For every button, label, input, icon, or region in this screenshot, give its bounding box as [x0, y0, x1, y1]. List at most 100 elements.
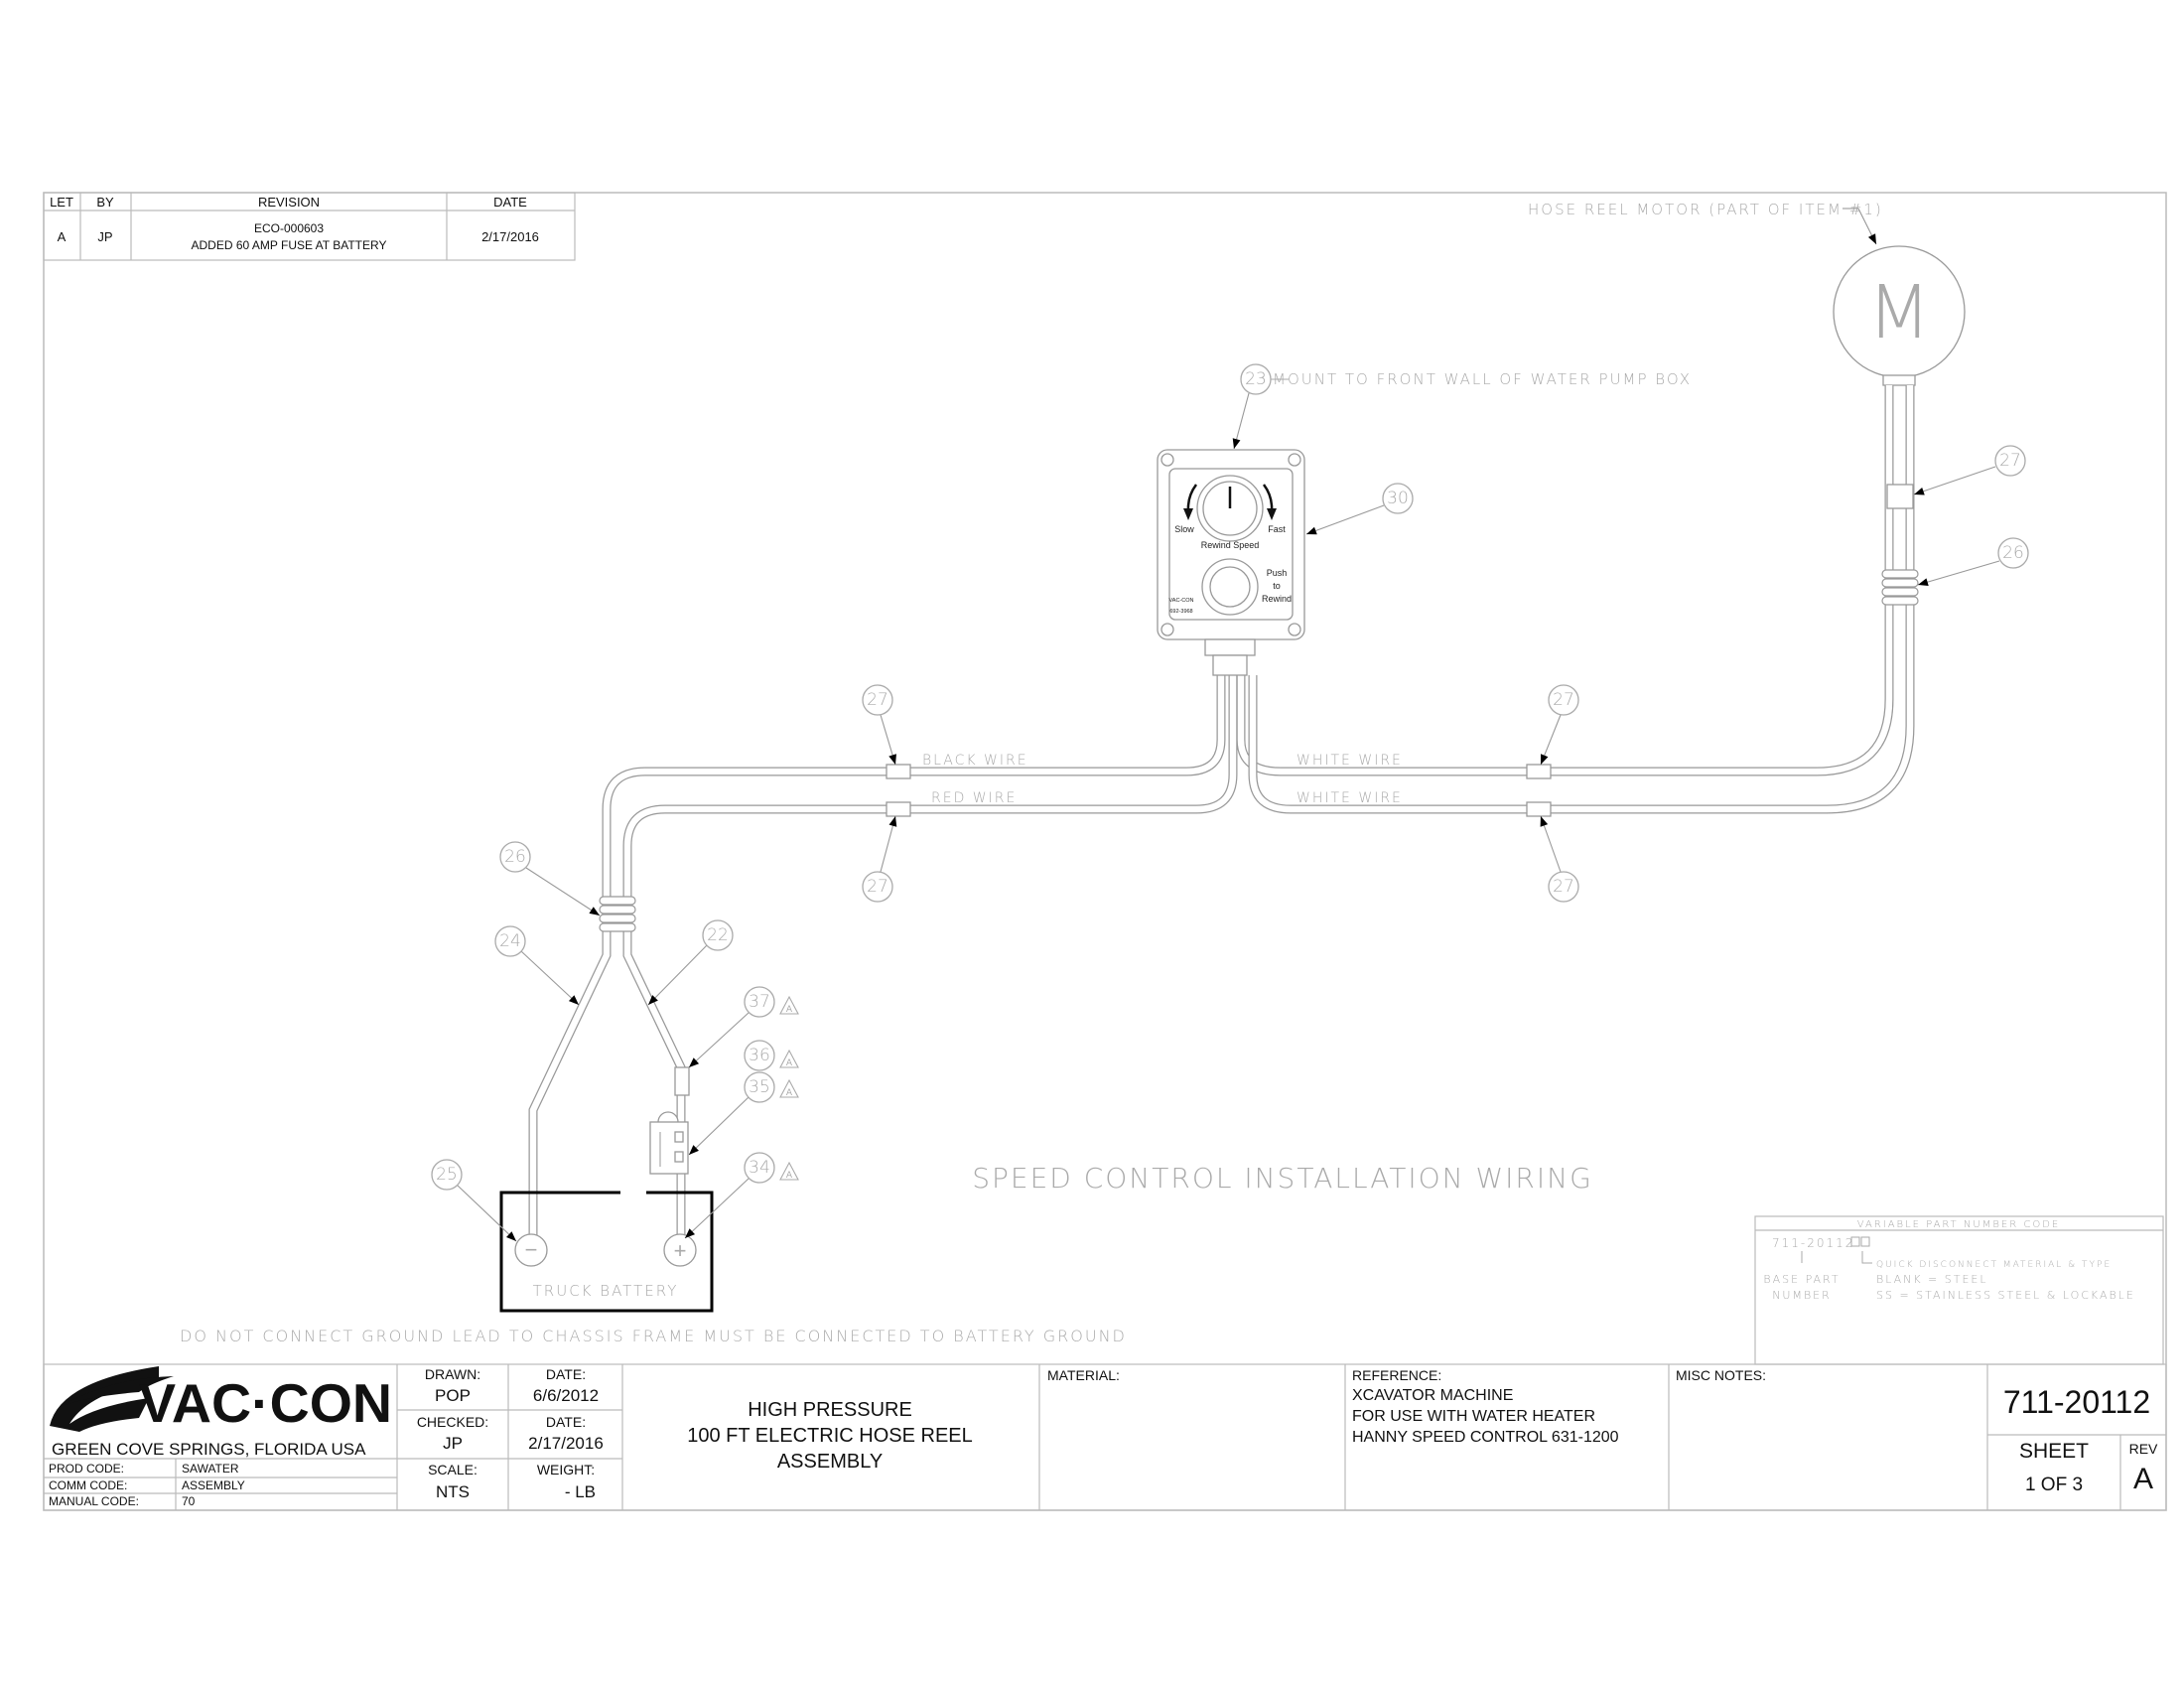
- battery-positive: +: [674, 1238, 687, 1263]
- svg-text:27: 27: [1553, 690, 1574, 710]
- drawing-border: [43, 192, 2167, 1511]
- rev-header-revision: REVISION: [258, 195, 320, 210]
- revision-table: LET BY REVISION DATE A JP ECO-000603 ADD…: [43, 192, 576, 261]
- balloon-27: 27: [1548, 684, 1579, 716]
- svg-text:22: 22: [707, 925, 729, 945]
- box-brand: VAC-CON: [1169, 598, 1194, 604]
- company-location: GREEN COVE SPRINGS, FLORIDA USA: [52, 1440, 366, 1459]
- mount-note: MOUNT TO FRONT WALL OF WATER PUMP BOX: [1273, 370, 1692, 388]
- to-label: to: [1273, 581, 1281, 591]
- balloon-22: 22: [702, 919, 734, 951]
- title-block: VAC·CON GREEN COVE SPRINGS, FLORIDA USA …: [43, 1363, 2167, 1511]
- vpn-option-2: SS = STAINLESS STEEL & LOCKABLE: [1876, 1289, 2135, 1302]
- drawing-number: 711-20112: [2003, 1384, 2150, 1420]
- balloon-34: 34: [744, 1152, 775, 1184]
- checked-date: 2/17/2016: [528, 1434, 604, 1453]
- wire-harness: BLACK WIRE RED WIRE WHITE WIRE WHITE WIR…: [528, 385, 1919, 1241]
- rev-let: A: [58, 229, 67, 244]
- reference-line-2: FOR USE WITH WATER HEATER: [1352, 1408, 1595, 1425]
- item-balloons: 23 30 27 26 27 27 27 27 26 24 22 37 36 3…: [431, 363, 2029, 1191]
- rewind-speed-label: Rewind Speed: [1201, 540, 1260, 550]
- logo-text: VAC·CON: [139, 1372, 392, 1434]
- balloon-37: 37: [744, 986, 775, 1018]
- rewind-label: Rewind: [1262, 594, 1292, 604]
- truck-battery: − + TRUCK BATTERY: [499, 1191, 714, 1313]
- svg-text:37: 37: [749, 992, 770, 1012]
- checked-by: JP: [443, 1434, 463, 1453]
- balloon-25: 25: [431, 1159, 463, 1191]
- rev-header-by: BY: [96, 195, 114, 210]
- prod-code-label: PROD CODE:: [49, 1462, 124, 1476]
- svg-text:27: 27: [1553, 877, 1574, 897]
- comm-code: ASSEMBLY: [182, 1478, 245, 1492]
- leader-lines: [457, 392, 2000, 1242]
- reference-line-3: HANNY SPEED CONTROL 631-1200: [1352, 1429, 1619, 1446]
- rev-label: REV: [2129, 1441, 2158, 1457]
- balloon-27: 27: [1994, 445, 2026, 477]
- revision-flag-37: A: [786, 1005, 793, 1015]
- svg-text:34: 34: [749, 1158, 770, 1178]
- drawn-label: DRAWN:: [425, 1366, 480, 1382]
- balloon-27: 27: [862, 684, 893, 716]
- svg-text:26: 26: [2002, 543, 2024, 563]
- svg-text:30: 30: [1387, 489, 1409, 508]
- rev-description: ADDED 60 AMP FUSE AT BATTERY: [192, 238, 387, 252]
- revision-flag-36: A: [786, 1058, 793, 1068]
- title-line-1: HIGH PRESSURE: [748, 1399, 912, 1421]
- svg-text:27: 27: [1999, 451, 2021, 471]
- slow-label: Slow: [1174, 524, 1194, 534]
- speed-control-box: Slow Fast Rewind Speed Push to Rewind VA…: [1157, 449, 1305, 676]
- battery-label: TRUCK BATTERY: [533, 1282, 679, 1300]
- svg-text:35: 35: [749, 1077, 770, 1097]
- balloon-27: 27: [1548, 871, 1579, 903]
- balloon-26: 26: [499, 841, 531, 873]
- label-white-wire-bottom: WHITE WIRE: [1297, 790, 1403, 806]
- sheet-label: SHEET: [2019, 1440, 2089, 1463]
- label-white-wire-top: WHITE WIRE: [1297, 753, 1403, 769]
- vpn-option-1: BLANK = STEEL: [1876, 1273, 1988, 1286]
- revision-flags: [779, 995, 799, 1181]
- title-line-2: 100 FT ELECTRIC HOSE REEL: [687, 1425, 973, 1447]
- box-part-number: 692-3968: [1169, 609, 1192, 615]
- rev-by: JP: [97, 229, 112, 244]
- drawn-by: POP: [435, 1386, 471, 1405]
- svg-text:26: 26: [504, 847, 526, 867]
- hose-reel-motor: HOSE REEL MOTOR (PART OF ITEM #1) M: [1528, 201, 1966, 386]
- ground-note: DO NOT CONNECT GROUND LEAD TO CHASSIS FR…: [180, 1327, 1127, 1345]
- balloon-26: 26: [1997, 537, 2029, 569]
- reference-line-1: XCAVATOR MACHINE: [1352, 1387, 1513, 1404]
- vac-con-logo: VAC·CON: [50, 1366, 392, 1434]
- balloon-30: 30: [1382, 483, 1414, 514]
- drawing-title: SPEED CONTROL INSTALLATION WIRING: [972, 1162, 1593, 1195]
- svg-text:25: 25: [436, 1165, 458, 1185]
- rev-header-let: LET: [50, 195, 73, 210]
- battery-negative: −: [525, 1237, 538, 1262]
- title-line-3: ASSEMBLY: [777, 1451, 883, 1473]
- motor-label: HOSE REEL MOTOR (PART OF ITEM #1): [1528, 201, 1883, 218]
- motor-symbol: M: [1867, 270, 1931, 355]
- vpn-suffix-desc: QUICK DISCONNECT MATERIAL & TYPE: [1876, 1260, 2112, 1270]
- prod-code: SAWATER: [182, 1462, 239, 1476]
- weight-label: WEIGHT:: [537, 1462, 595, 1477]
- svg-text:24: 24: [499, 931, 521, 951]
- drawn-date-label: DATE:: [546, 1366, 586, 1382]
- manual-code-label: MANUAL CODE:: [49, 1494, 139, 1508]
- rev-header-date: DATE: [493, 195, 527, 210]
- vpn-title: VARIABLE PART NUMBER CODE: [1857, 1219, 2060, 1230]
- balloon-27: 27: [862, 871, 893, 903]
- scale-label: SCALE:: [428, 1462, 478, 1477]
- balloon-36: 36: [744, 1040, 775, 1071]
- material-label: MATERIAL:: [1047, 1367, 1120, 1383]
- label-black-wire: BLACK WIRE: [922, 753, 1028, 769]
- scale: NTS: [436, 1482, 470, 1501]
- balloon-24: 24: [494, 925, 526, 957]
- rev-date: 2/17/2016: [481, 229, 539, 244]
- fast-label: Fast: [1268, 524, 1286, 534]
- vpn-base: 711-20112: [1772, 1236, 1854, 1250]
- balloon-35: 35: [744, 1071, 775, 1103]
- checked-date-label: DATE:: [546, 1414, 586, 1430]
- svg-text:27: 27: [867, 690, 888, 710]
- revision-flag-35: A: [786, 1088, 793, 1098]
- svg-text:23: 23: [1245, 369, 1267, 389]
